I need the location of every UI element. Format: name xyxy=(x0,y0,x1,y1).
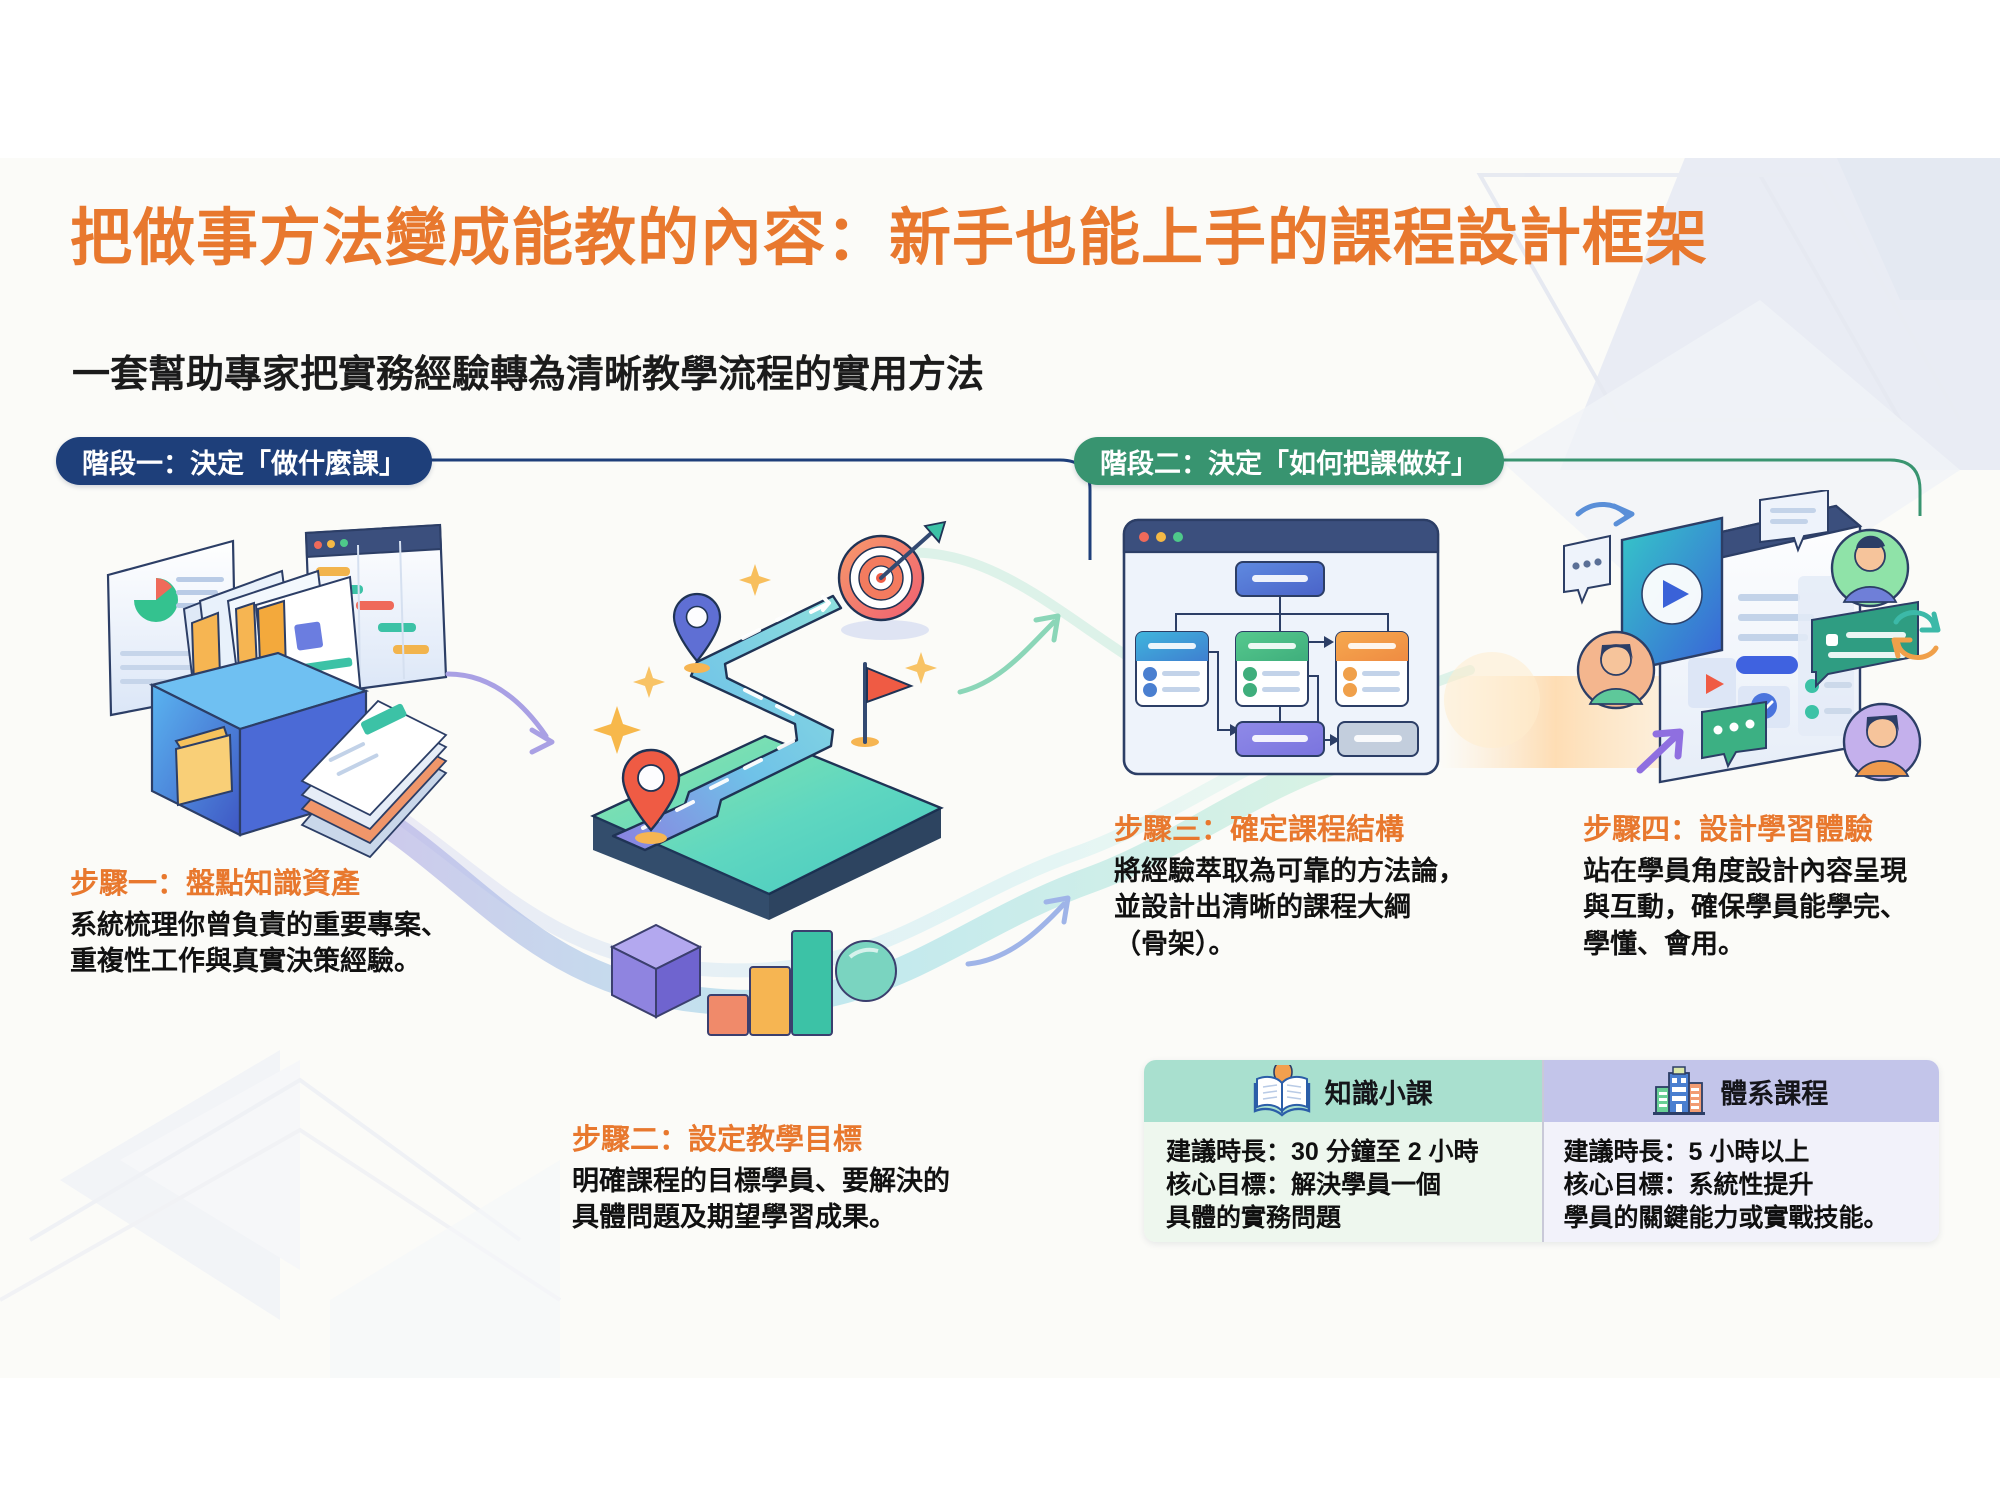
transition-arrow-2-icon xyxy=(957,613,1061,695)
avatar-left xyxy=(1576,630,1656,710)
course-structure-illustration xyxy=(1122,518,1440,776)
bar-blocks-icon xyxy=(707,930,833,1036)
office-buildings-icon xyxy=(1653,1066,1706,1115)
step-4-caption: 步驟四：設計學習體驗 站在學員角度設計內容呈現 與互動，確保學員能學完、 學懂、… xyxy=(1583,812,1907,962)
page-subtitle: 一套幫助專家把實務經驗轉為清晰教學流程的實用方法 xyxy=(72,354,985,396)
stage-badge-2[interactable]: 階段二：決定「如何把課做好」 xyxy=(1074,437,1504,485)
transition-arrow-1-icon xyxy=(445,671,555,755)
learning-experience-illustration xyxy=(1563,490,1941,784)
roadmap-goal-illustration xyxy=(590,520,947,920)
comparison-body-system-course: 建議時長：5 小時以上 核心目標：系統性提升 學員的關鍵能力或實戰技能。 xyxy=(1563,1138,1889,1232)
step-1-body: 系統梳理你曾負責的重要專案、 重複性工作與真實決策經驗。 xyxy=(70,910,448,977)
transition-arrow-3-icon xyxy=(965,895,1071,967)
step-2-title: 步驟二：設定教學目標 xyxy=(572,1124,863,1156)
comparison-heading-label: 知識小課 xyxy=(1324,1078,1433,1109)
step-3-title: 步驟三：確定課程結構 xyxy=(1114,814,1405,846)
knowledge-assets-illustration xyxy=(106,523,448,859)
step-1-caption: 步驟一：盤點知識資產 系統梳理你曾負責的重要專案、 重複性工作與真實決策經驗。 xyxy=(70,866,448,980)
target-bullseye-icon xyxy=(837,520,947,640)
step-2-body: 明確課程的目標學員、要解決的 具體問題及期望學習成果。 xyxy=(572,1166,950,1233)
avatar-top-right xyxy=(1830,528,1910,608)
step-3-body: 將經驗萃取為可靠的方法論， 並設計出清晰的課程大綱 （骨架）。 xyxy=(1114,856,1465,959)
step-1-title: 步驟一：盤點知識資產 xyxy=(70,868,361,900)
stage-badge-1[interactable]: 階段一：決定「做什麼課」 xyxy=(56,437,432,485)
step-4-title: 步驟四：設計學習體驗 xyxy=(1583,814,1874,846)
course-type-comparison-table: 知識小課 建議時長：30 分鐘至 2 小時 核心目標：解決學員一個 具體的實務問… xyxy=(1144,1060,1939,1242)
stage-badge-2-label: 階段二：決定「如何把課做好」 xyxy=(1100,448,1478,479)
chat-bubble-icon xyxy=(1563,534,1611,605)
step-4-body: 站在學員角度設計內容呈現 與互動，確保學員能學完、 學懂、會用。 xyxy=(1583,856,1907,959)
stage-badge-1-label: 階段一：決定「做什麼課」 xyxy=(82,448,406,479)
step-2-caption: 步驟二：設定教學目標 明確課程的目標學員、要解決的 具體問題及期望學習成果。 xyxy=(572,1122,950,1236)
page-title: 把做事方法變成能教的內容：新手也能上手的課程設計框架 xyxy=(70,204,1709,273)
comparison-divider xyxy=(1541,1060,1544,1242)
comparison-body-mini-course: 建議時長：30 分鐘至 2 小時 核心目標：解決學員一個 具體的實務問題 xyxy=(1166,1138,1479,1232)
comparison-column-system-course: 體系課程 建議時長：5 小時以上 核心目標：系統性提升 學員的關鍵能力或實戰技能… xyxy=(1541,1060,1939,1242)
step-3-caption: 步驟三：確定課程結構 將經驗萃取為可靠的方法論， 並設計出清晰的課程大綱 （骨架… xyxy=(1114,812,1465,962)
comparison-column-mini-course: 知識小課 建議時長：30 分鐘至 2 小時 核心目標：解決學員一個 具體的實務問… xyxy=(1144,1060,1542,1242)
open-book-idea-icon xyxy=(1253,1065,1310,1117)
comparison-header-system-course: 體系課程 xyxy=(1541,1060,1939,1122)
comparison-heading-label: 體系課程 xyxy=(1720,1078,1829,1109)
flag-icon xyxy=(851,662,914,747)
building-blocks-illustration xyxy=(609,923,897,1036)
avatar-bottom-right xyxy=(1842,702,1922,782)
comparison-header-mini-course: 知識小課 xyxy=(1144,1060,1542,1122)
cube-icon xyxy=(609,923,703,1019)
